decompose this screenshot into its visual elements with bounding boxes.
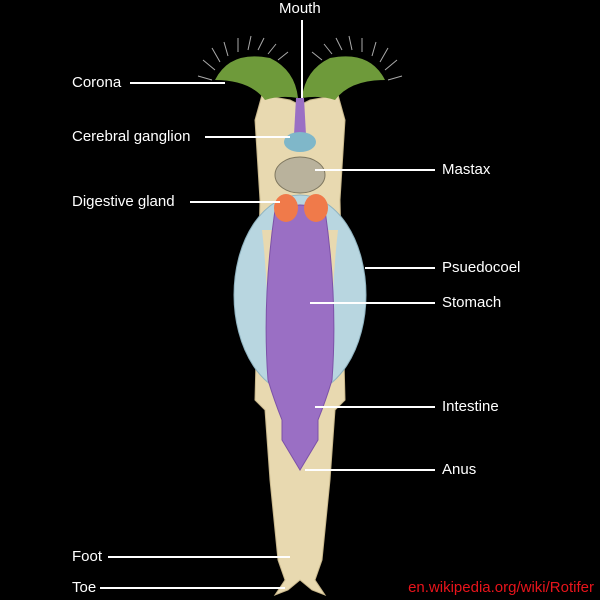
label-toe: Toe (72, 579, 97, 596)
label-foot: Foot (72, 548, 103, 565)
watermark-link: en.wikipedia.org/wiki/Rotifer (408, 579, 594, 596)
digestive-gland-right (304, 194, 328, 222)
digestive-gland-left (274, 194, 298, 222)
mastax (274, 156, 326, 194)
esophagus (294, 98, 306, 135)
label-anus: Anus (442, 461, 477, 478)
cilia (197, 35, 403, 81)
corona-right (302, 56, 385, 100)
label-stomach: Stomach (442, 294, 502, 311)
label-corona: Corona (72, 74, 122, 91)
label-pseudocoel: Psuedocoel (442, 259, 521, 276)
label-digestive-gland: Digestive gland (72, 193, 175, 210)
corona-left (215, 56, 298, 100)
label-mouth: Mouth (279, 0, 321, 17)
label-cerebral-ganglion: Cerebral ganglion (72, 128, 191, 145)
label-intestine: Intestine (442, 398, 499, 415)
label-mastax: Mastax (442, 161, 491, 178)
cerebral-ganglion (284, 132, 316, 152)
leader-lines (100, 20, 435, 589)
